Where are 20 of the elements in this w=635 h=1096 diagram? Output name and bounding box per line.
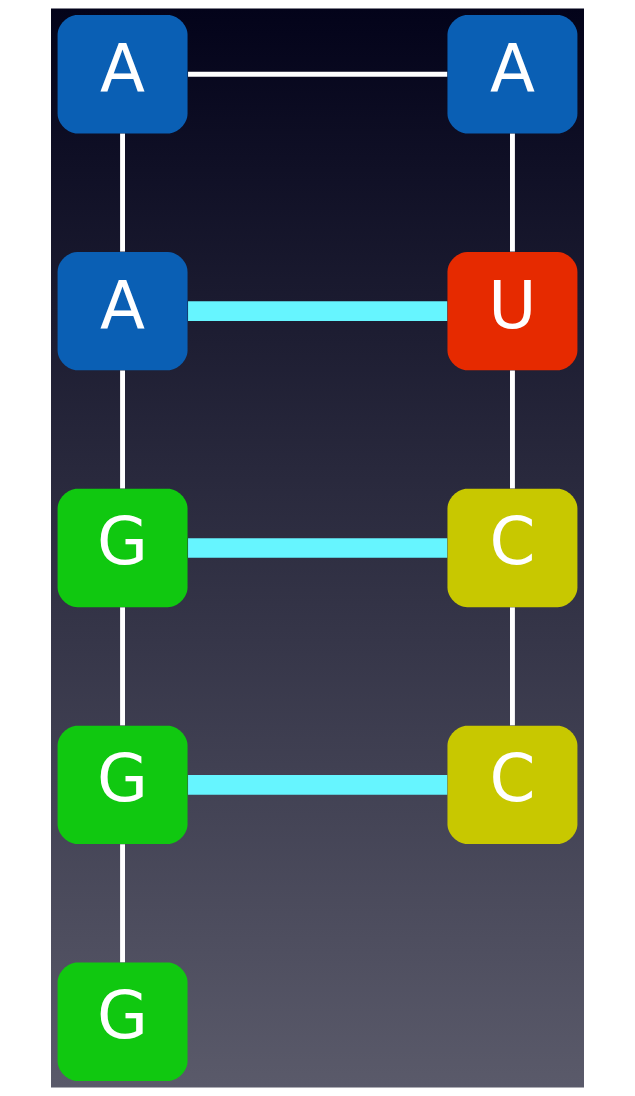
node-box: A xyxy=(447,15,578,134)
connector xyxy=(120,370,126,489)
connector xyxy=(120,844,126,963)
connector xyxy=(509,607,515,726)
node-box: A xyxy=(57,15,188,134)
node-box: G xyxy=(57,962,188,1081)
connector xyxy=(188,775,448,795)
node-box: C xyxy=(447,725,578,845)
node-box: C xyxy=(447,488,578,608)
connector xyxy=(188,301,448,321)
connector xyxy=(509,133,515,252)
connector xyxy=(188,71,448,77)
connector xyxy=(188,538,448,558)
node-box: U xyxy=(447,251,578,371)
connector xyxy=(509,370,515,489)
node-box: G xyxy=(57,725,188,845)
node-box: G xyxy=(57,488,188,608)
connector xyxy=(120,133,126,252)
connector xyxy=(120,607,126,726)
node-box: A xyxy=(57,251,188,371)
